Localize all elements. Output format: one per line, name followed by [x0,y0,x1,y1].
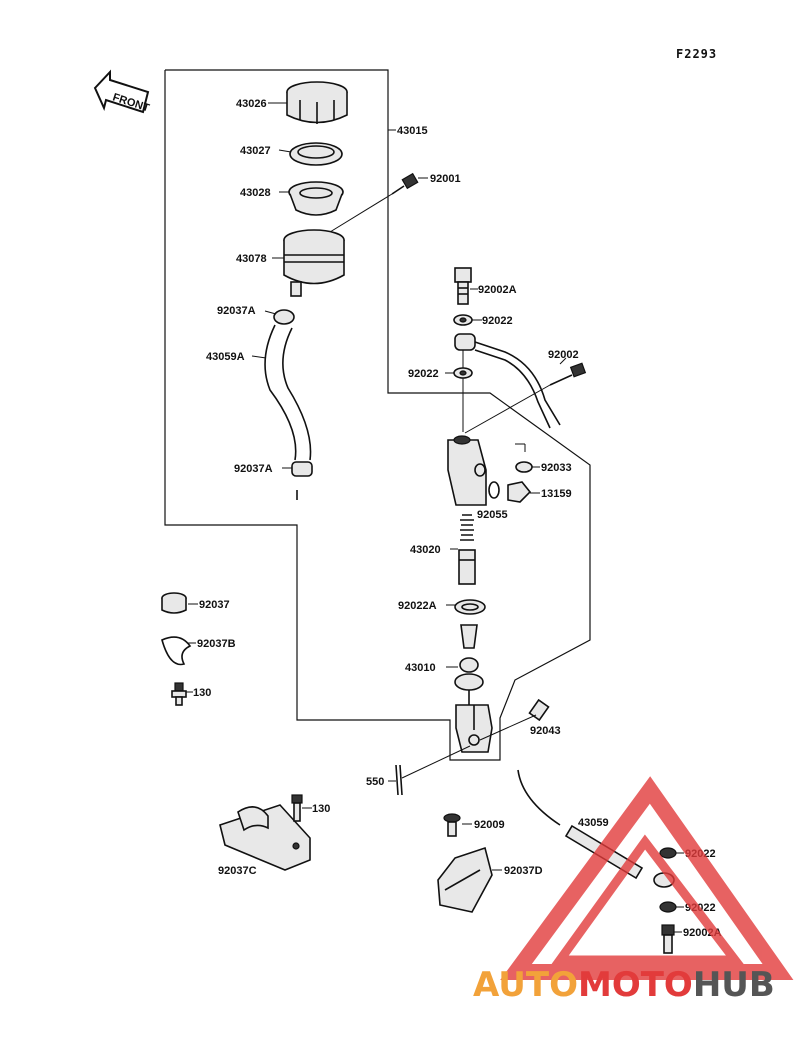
label-92037d: 92037D [504,865,543,877]
watermark-hub: HUB [693,965,775,1005]
oring-92033 [515,443,533,473]
label-92002a-top: 92002A [478,284,517,296]
reservoir [283,229,345,297]
cotter-pin-550 [395,745,471,796]
washer-92022-b [453,367,473,379]
bolt-92002 [464,362,587,434]
label-130-b: 130 [312,803,330,815]
bolt-92001 [329,172,419,233]
bracket-92037c [219,804,311,871]
bolt-130-b [291,794,303,822]
banjo-bolt-92002a-bottom [661,924,675,954]
pushrod-43010 [454,624,484,705]
label-43015: 43015 [397,125,428,137]
pin-92043 [479,698,550,741]
label-43010: 43010 [405,662,436,674]
diaphragm [288,181,344,216]
guard-92037d [437,846,493,913]
label-43026: 43026 [236,98,267,110]
label-13159: 13159 [541,488,572,500]
washer-92022-a [453,314,473,326]
watermark-auto: AUTO [473,965,578,1005]
label-92043: 92043 [530,725,561,737]
label-43059: 43059 [578,817,609,829]
label-92037a-top: 92037A [217,305,256,317]
clamp-92037a-top [273,309,295,325]
clamp-92037a-bottom [291,461,313,500]
label-92037b: 92037B [197,638,236,650]
label-92022a: 92022A [398,600,437,612]
clevis [455,704,493,753]
washer-92022a [454,599,486,615]
label-92009: 92009 [474,819,505,831]
reservoir-cap [286,81,348,124]
label-92033: 92033 [541,462,572,474]
washer-92022-d [659,901,677,913]
label-550: 550 [366,776,384,788]
bolt-130-a [171,682,187,706]
clip-92037b [161,636,192,666]
page-code: F2293 [676,47,717,61]
label-92037c: 92037C [218,865,257,877]
label-92002: 92002 [548,349,579,361]
watermark-text: AUTOMOTOHUB [473,965,775,1005]
master-cylinder-body [447,435,487,506]
spring-piston-43020 [458,514,476,585]
watermark-logo [500,776,794,980]
label-92055: 92055 [477,509,508,521]
label-92022-a: 92022 [482,315,513,327]
banjo-fitting [454,333,561,432]
assembly-frame [164,69,591,761]
banjo-bolt-92002a-top [454,267,472,305]
label-92022-b: 92022 [408,368,439,380]
front-arrow-icon: FRONT [93,69,151,115]
diaphragm-plate [289,142,343,166]
label-43020: 43020 [410,544,441,556]
reservoir-hose [264,324,312,461]
oring-92055 [488,481,500,499]
screw-92009 [443,813,461,837]
svg-text:AUTOMOTOHUB: AUTOMOTOHUB [473,965,775,1005]
label-43027: 43027 [240,145,271,157]
label-92037a-bottom: 92037A [234,463,273,475]
washer-92022-c [659,847,677,859]
label-130-a: 130 [193,687,211,699]
label-92037: 92037 [199,599,230,611]
watermark-moto: MOTO [578,965,693,1005]
label-43078: 43078 [236,253,267,265]
label-92001: 92001 [430,173,461,185]
elbow-fitting-13159 [507,481,532,503]
label-43059a: 43059A [206,351,245,363]
label-43028: 43028 [240,187,271,199]
grommet-92037 [161,592,187,614]
